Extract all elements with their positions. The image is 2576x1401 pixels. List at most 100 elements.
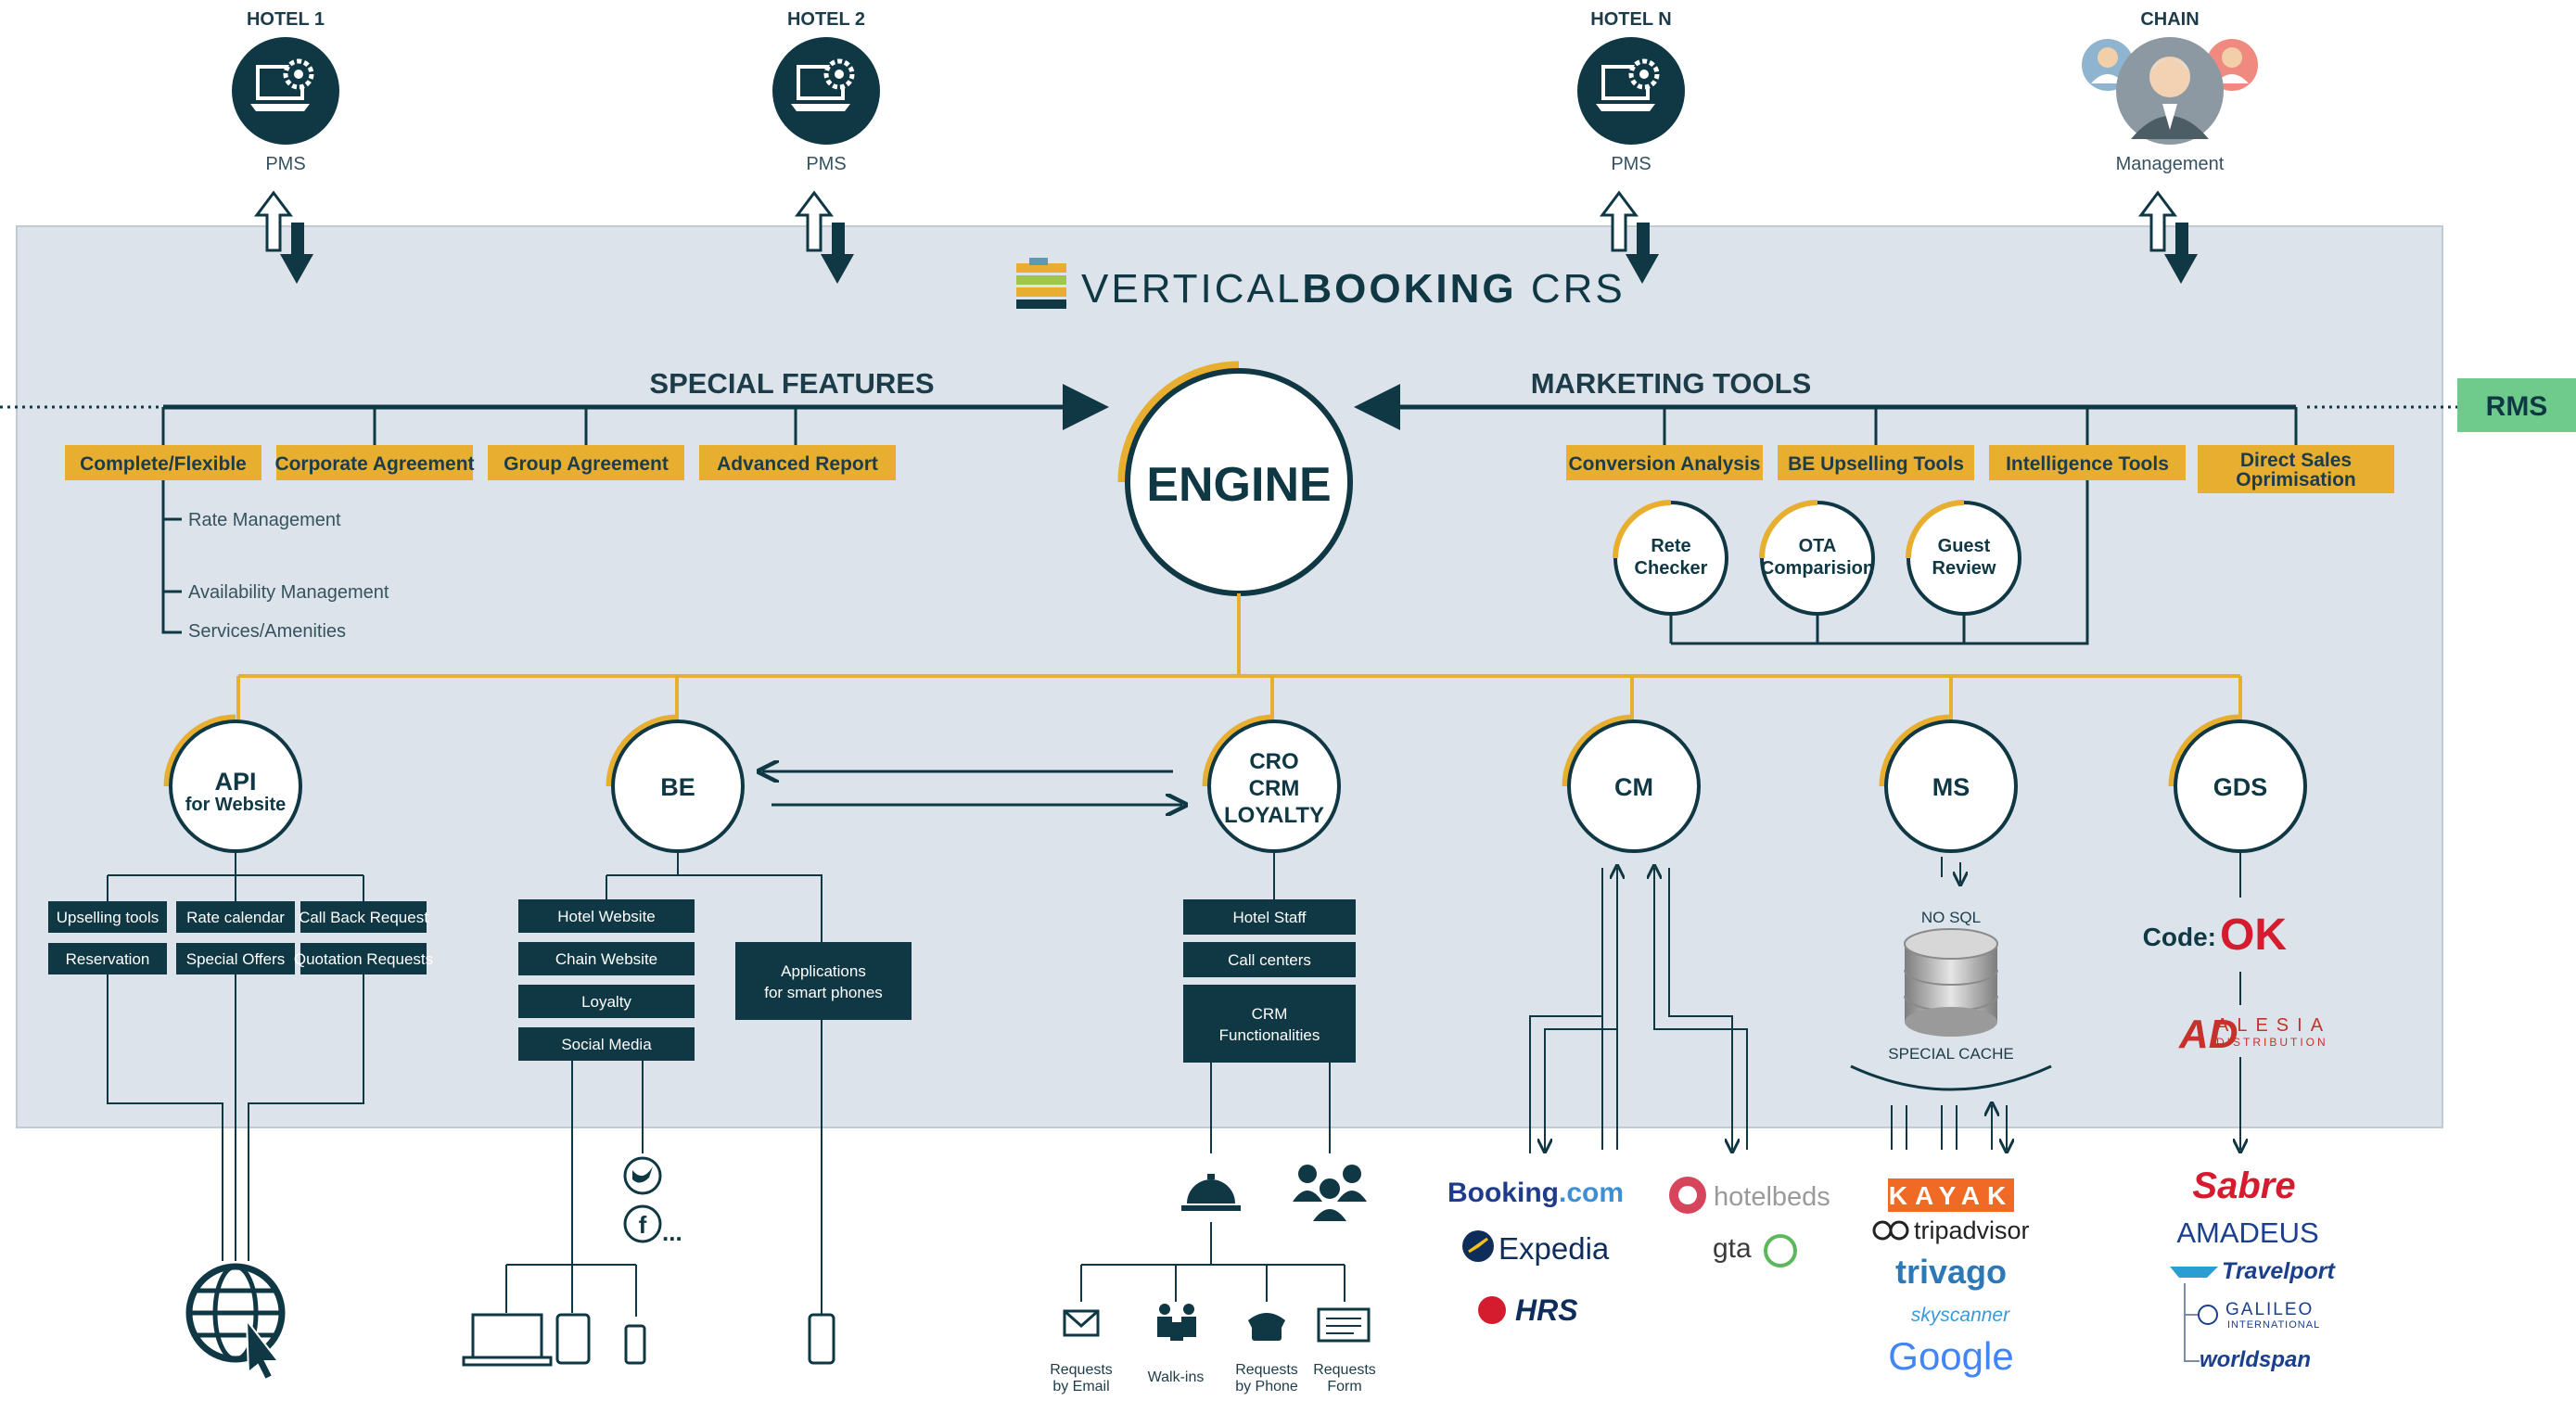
request-phone-1: Requests [1235, 1362, 1298, 1378]
cro-node: CRO CRM LOYALTY [1202, 714, 1341, 853]
stack-logo-icon [1016, 258, 1066, 309]
ota-comparision-line2: Comparision [1761, 558, 1874, 579]
logo-galileo: GALILEO [2225, 1300, 2314, 1319]
special-feature-tags: Complete/Flexible Corporate Agreement Gr… [65, 445, 896, 480]
api-box-reservation: Reservation [66, 950, 150, 968]
hotel-n-title: HOTEL N [1590, 9, 1671, 30]
logo-tripadvisor: tripadvisor [1914, 1216, 2030, 1244]
tripadvisor-owl-icon [1872, 1220, 1909, 1241]
marketing-tools-title: MARKETING TOOLS [1531, 367, 1812, 400]
svg-text:Booking.com: Booking.com [1447, 1178, 1624, 1208]
travelport-swoosh-icon [2170, 1267, 2218, 1278]
api-label: API [214, 768, 256, 796]
tag-complete-flexible: Complete/Flexible [80, 453, 247, 475]
email-icon [1063, 1309, 1100, 1337]
logo-booking: Booking [1447, 1178, 1559, 1208]
rete-checker-line2: Checker [1635, 558, 1708, 579]
team-icon [1293, 1165, 1367, 1223]
phone-icon [624, 1324, 646, 1365]
guest-review-line2: Review [1932, 558, 1996, 579]
be-box-chain-website: Chain Website [555, 950, 657, 968]
form-icon [1317, 1307, 1371, 1343]
crm-label: CRM [1249, 776, 1300, 801]
ms-special-cache: SPECIAL CACHE [1888, 1045, 2013, 1063]
logo-travelport: Travelport [2222, 1258, 2336, 1284]
logo-trivago: trivago [1895, 1253, 2007, 1291]
hotel-1: HOTEL 1 PMS [232, 9, 339, 174]
pms-laptop-icon [250, 58, 314, 111]
chain-sub: Management [2116, 154, 2225, 174]
be-box-loyalty: Loyalty [581, 993, 631, 1011]
sync-arrow-icon [1600, 190, 1659, 284]
telephone-icon [1248, 1313, 1285, 1341]
list-availability-management: Availability Management [188, 582, 389, 603]
loyalty-label: LOYALTY [1224, 803, 1324, 828]
list-services-amenities: Services/Amenities [188, 621, 346, 642]
logo-kayak: KAYAK [1889, 1181, 2013, 1210]
api-boxes: Upselling tools Rate calendar Call Back … [48, 901, 433, 974]
api-box-upselling: Upselling tools [57, 909, 159, 926]
marketing-tool-tags: Conversion Analysis BE Upselling Tools I… [1566, 445, 2394, 493]
engine-node: ENGINE [1117, 361, 1353, 596]
twitter-icon [623, 1156, 662, 1195]
rete-checker-node: Rete Checker [1613, 500, 1728, 616]
chain: CHAIN Management [2082, 9, 2258, 174]
tag-intelligence-tools: Intelligence Tools [2006, 453, 2169, 475]
rete-checker-line1: Rete [1651, 536, 1690, 556]
api-box-quotation: Quotation Requests [294, 950, 433, 968]
gds-ok: OK [2220, 911, 2287, 960]
api-box-call-back: Call Back Request [299, 909, 428, 926]
be-app-line1: Applications [781, 962, 866, 980]
tag-direct-sales: Direct Sales [2240, 450, 2352, 471]
reception-bell-icon [1181, 1174, 1241, 1211]
hotel-1-title: HOTEL 1 [247, 9, 325, 30]
api-node: API for Website [163, 714, 302, 853]
sync-arrow-icon [254, 190, 313, 284]
logo-amadeus: AMADEUS [2176, 1216, 2318, 1249]
gds-code: Code: [2143, 923, 2216, 951]
gds-alesia: ALESIA [2216, 1015, 2331, 1036]
list-rate-management: Rate Management [188, 510, 341, 530]
tag-advanced-report: Advanced Report [717, 453, 878, 475]
smartphone-icon [808, 1313, 835, 1365]
engine-label: ENGINE [1146, 458, 1331, 512]
logo-hotelbeds: hotelbeds [1714, 1182, 1830, 1212]
rms-badge [2457, 378, 2576, 432]
rms-label: RMS [2486, 391, 2548, 422]
cro-boxes: Hotel Staff Call centers CRM Functionali… [1183, 899, 1356, 1063]
svg-text:AD: AD [2178, 1012, 2238, 1057]
api-box-special-offers: Special Offers [186, 950, 285, 968]
cro-box-hotel-staff: Hotel Staff [1232, 909, 1306, 926]
logo-hrs: HRS [1515, 1293, 1578, 1327]
tag-optimisation: Oprimisation [2236, 469, 2356, 490]
request-email-1: Requests [1050, 1362, 1113, 1378]
request-email-2: by Email [1052, 1379, 1109, 1395]
gta-g-icon [1764, 1234, 1797, 1267]
brand-part2: BOOKING [1302, 266, 1516, 312]
be-node: BE [606, 714, 745, 853]
hotel-2: HOTEL 2 PMS [772, 9, 880, 174]
kayak-logo-bg [1888, 1178, 2014, 1212]
hrs-badge-icon [1478, 1296, 1506, 1324]
logo-expedia: Expedia [1498, 1231, 1610, 1266]
gds-distribution: DISTRIBUTION [2216, 1036, 2328, 1049]
brand-part3: CRS [1517, 266, 1626, 312]
pms-laptop-icon [791, 58, 855, 111]
hotelbeds-icon [1669, 1177, 1706, 1214]
logo-google: Google [1888, 1334, 2013, 1378]
special-features-title: SPECIAL FEATURES [649, 367, 934, 400]
pms-laptop-icon [1596, 58, 1660, 111]
svg-text:f: f [639, 1211, 647, 1239]
sync-arrow-icon [2138, 190, 2198, 284]
tag-be-upselling-tools: BE Upselling Tools [1788, 453, 1964, 475]
brand-part1: VERTICAL [1081, 266, 1302, 312]
request-form-2: Form [1327, 1379, 1361, 1395]
api-sub: for Website [185, 795, 287, 815]
logo-booking-com: .com [1559, 1178, 1624, 1208]
database-icon [1904, 928, 1998, 1037]
ms-label: MS [1932, 773, 1970, 801]
request-phone-2: by Phone [1235, 1379, 1298, 1395]
